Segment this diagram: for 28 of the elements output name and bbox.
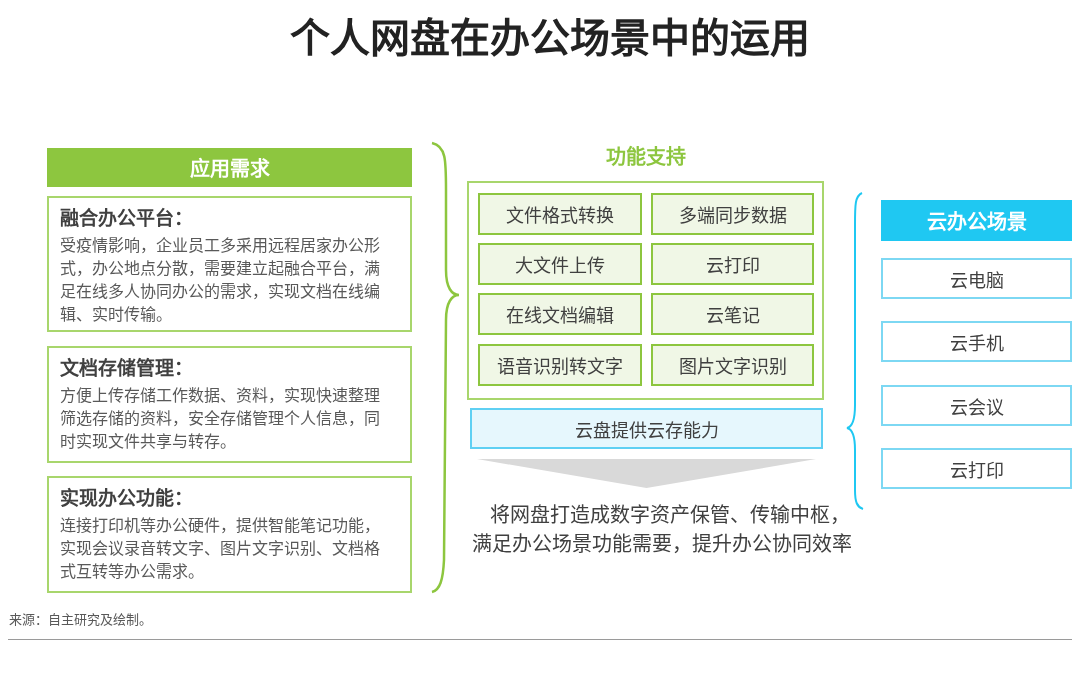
storage-bar: 云盘提供云存能力 bbox=[470, 408, 823, 449]
box-heading: 实现办公功能： bbox=[60, 486, 194, 511]
scenario-box: 云会议 bbox=[881, 385, 1072, 426]
box-heading: 文档存储管理： bbox=[60, 356, 194, 381]
feature-box: 多端同步数据 bbox=[651, 193, 814, 235]
title: 个人网盘在办公场景中的运用 bbox=[289, 14, 811, 62]
box-text: 方便上传存储工作数据、资料，实现快速整理筛选存储的资料，安全存储管理个人信息，同时实现文件共享与转存。 bbox=[60, 385, 381, 453]
requirement-box bbox=[47, 346, 412, 463]
summary-text: 将网盘打造成数字资产保管、传输中枢，满足办公场景功能需要，提升办公协同效率 bbox=[466, 489, 858, 560]
feature-box: 语音识别转文字 bbox=[478, 344, 642, 386]
feature-box: 文件格式转换 bbox=[478, 193, 642, 235]
section-heading: 功能支持 bbox=[604, 144, 687, 171]
feature-box: 云打印 bbox=[651, 243, 814, 285]
feature-box: 云笔记 bbox=[651, 293, 814, 335]
requirement-box bbox=[47, 196, 412, 332]
header-bar: 应用需求 bbox=[47, 148, 412, 187]
feature-box: 图片文字识别 bbox=[651, 344, 814, 386]
scenario-box: 云打印 bbox=[881, 448, 1072, 489]
box-text: 连接打印机等办公硬件，提供智能笔记功能，实现会议录音转文字、图片文字识别、文档格式互转等办公需求。 bbox=[60, 515, 381, 583]
scenario-box: 云手机 bbox=[881, 321, 1072, 362]
source-note: 来源：自主研究及绘制。 bbox=[9, 611, 152, 629]
header-bar: 云办公场景 bbox=[881, 200, 1072, 241]
box-text: 受疫情影响，企业员工多采用远程居家办公形式，办公地点分散，需要建立起融合平台，满足在线多人协同办公的需求，实现文档在线编辑、实时传输。 bbox=[60, 235, 381, 326]
requirement-box bbox=[47, 476, 412, 593]
feature-box: 在线文档编辑 bbox=[478, 293, 642, 335]
feature-box: 大文件上传 bbox=[478, 243, 642, 285]
scenario-box: 云电脑 bbox=[881, 258, 1072, 299]
box-heading: 融合办公平台： bbox=[60, 206, 194, 231]
